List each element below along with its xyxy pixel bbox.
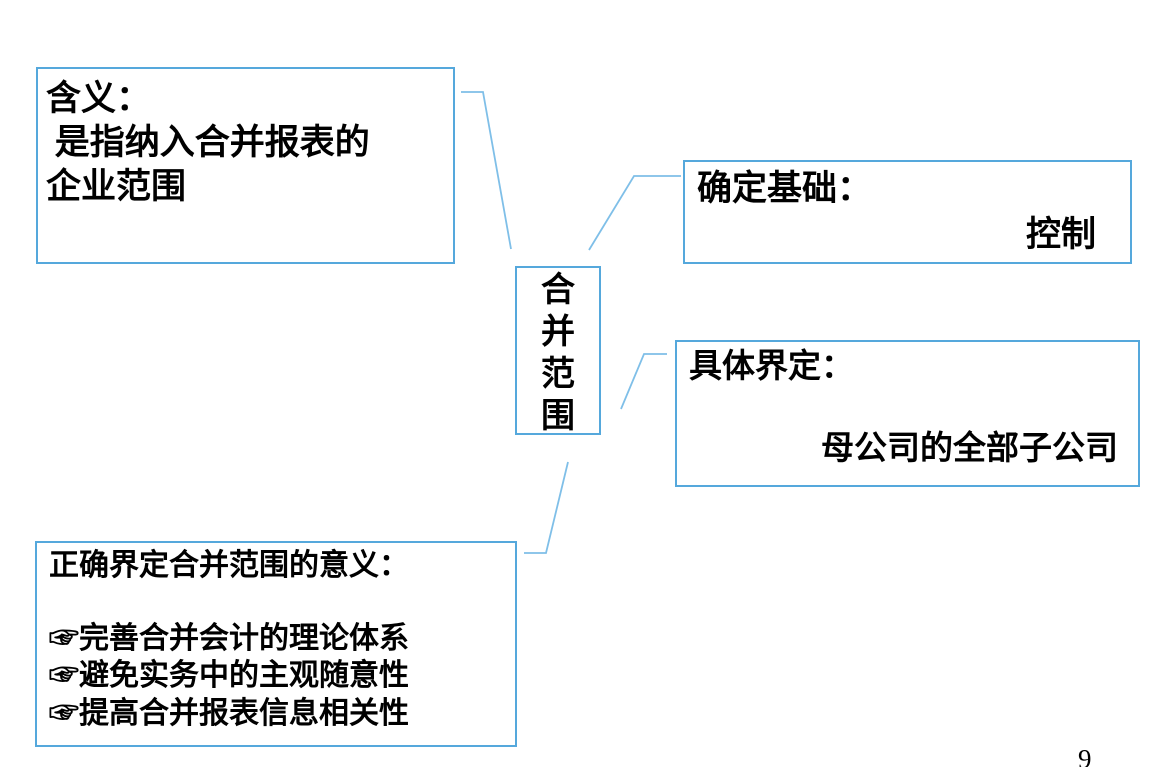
meaning-line-3: 企业范围 (46, 167, 187, 206)
connector-meaning-to-central (461, 91, 512, 250)
significance-item-1: ☞完善合并会计的理论体系 (49, 621, 409, 655)
meaning-line-2: 是指纳入合并报表的 (46, 123, 370, 162)
central-char-3: 范 (541, 356, 575, 393)
basis-value: 控制 (1025, 215, 1096, 254)
basis-box: 确定基础： 控制 (683, 160, 1132, 264)
definition-title: 具体界定： (689, 349, 854, 385)
page-number: 9 (1078, 744, 1092, 767)
significance-list: ☞完善合并会计的理论体系 ☞避免实务中的主观随意性 ☞提高合并报表信息相关性 (49, 620, 515, 733)
connector-central-to-definition (620, 353, 667, 410)
definition-value: 母公司的全部子公司 (821, 431, 1118, 467)
meaning-line-1: 含义： (46, 79, 152, 118)
central-char-4: 围 (541, 398, 575, 435)
significance-title: 正确界定合并范围的意义： (49, 549, 409, 582)
central-char-2: 并 (541, 314, 575, 351)
basis-title: 确定基础： (697, 169, 873, 208)
connector-central-to-significance (524, 461, 569, 554)
significance-item-3: ☞提高合并报表信息相关性 (49, 696, 409, 730)
significance-box: 正确界定合并范围的意义： ☞完善合并会计的理论体系 ☞避免实务中的主观随意性 ☞… (35, 541, 517, 747)
meaning-box: 含义： 是指纳入合并报表的 企业范围 (36, 67, 455, 264)
connector-central-to-basis (588, 175, 681, 251)
significance-item-2: ☞避免实务中的主观随意性 (49, 659, 409, 692)
definition-box: 具体界定： 母公司的全部子公司 (675, 340, 1140, 487)
central-char-1: 合 (541, 272, 575, 309)
central-scope-box: 合 并 范 围 (515, 266, 601, 435)
